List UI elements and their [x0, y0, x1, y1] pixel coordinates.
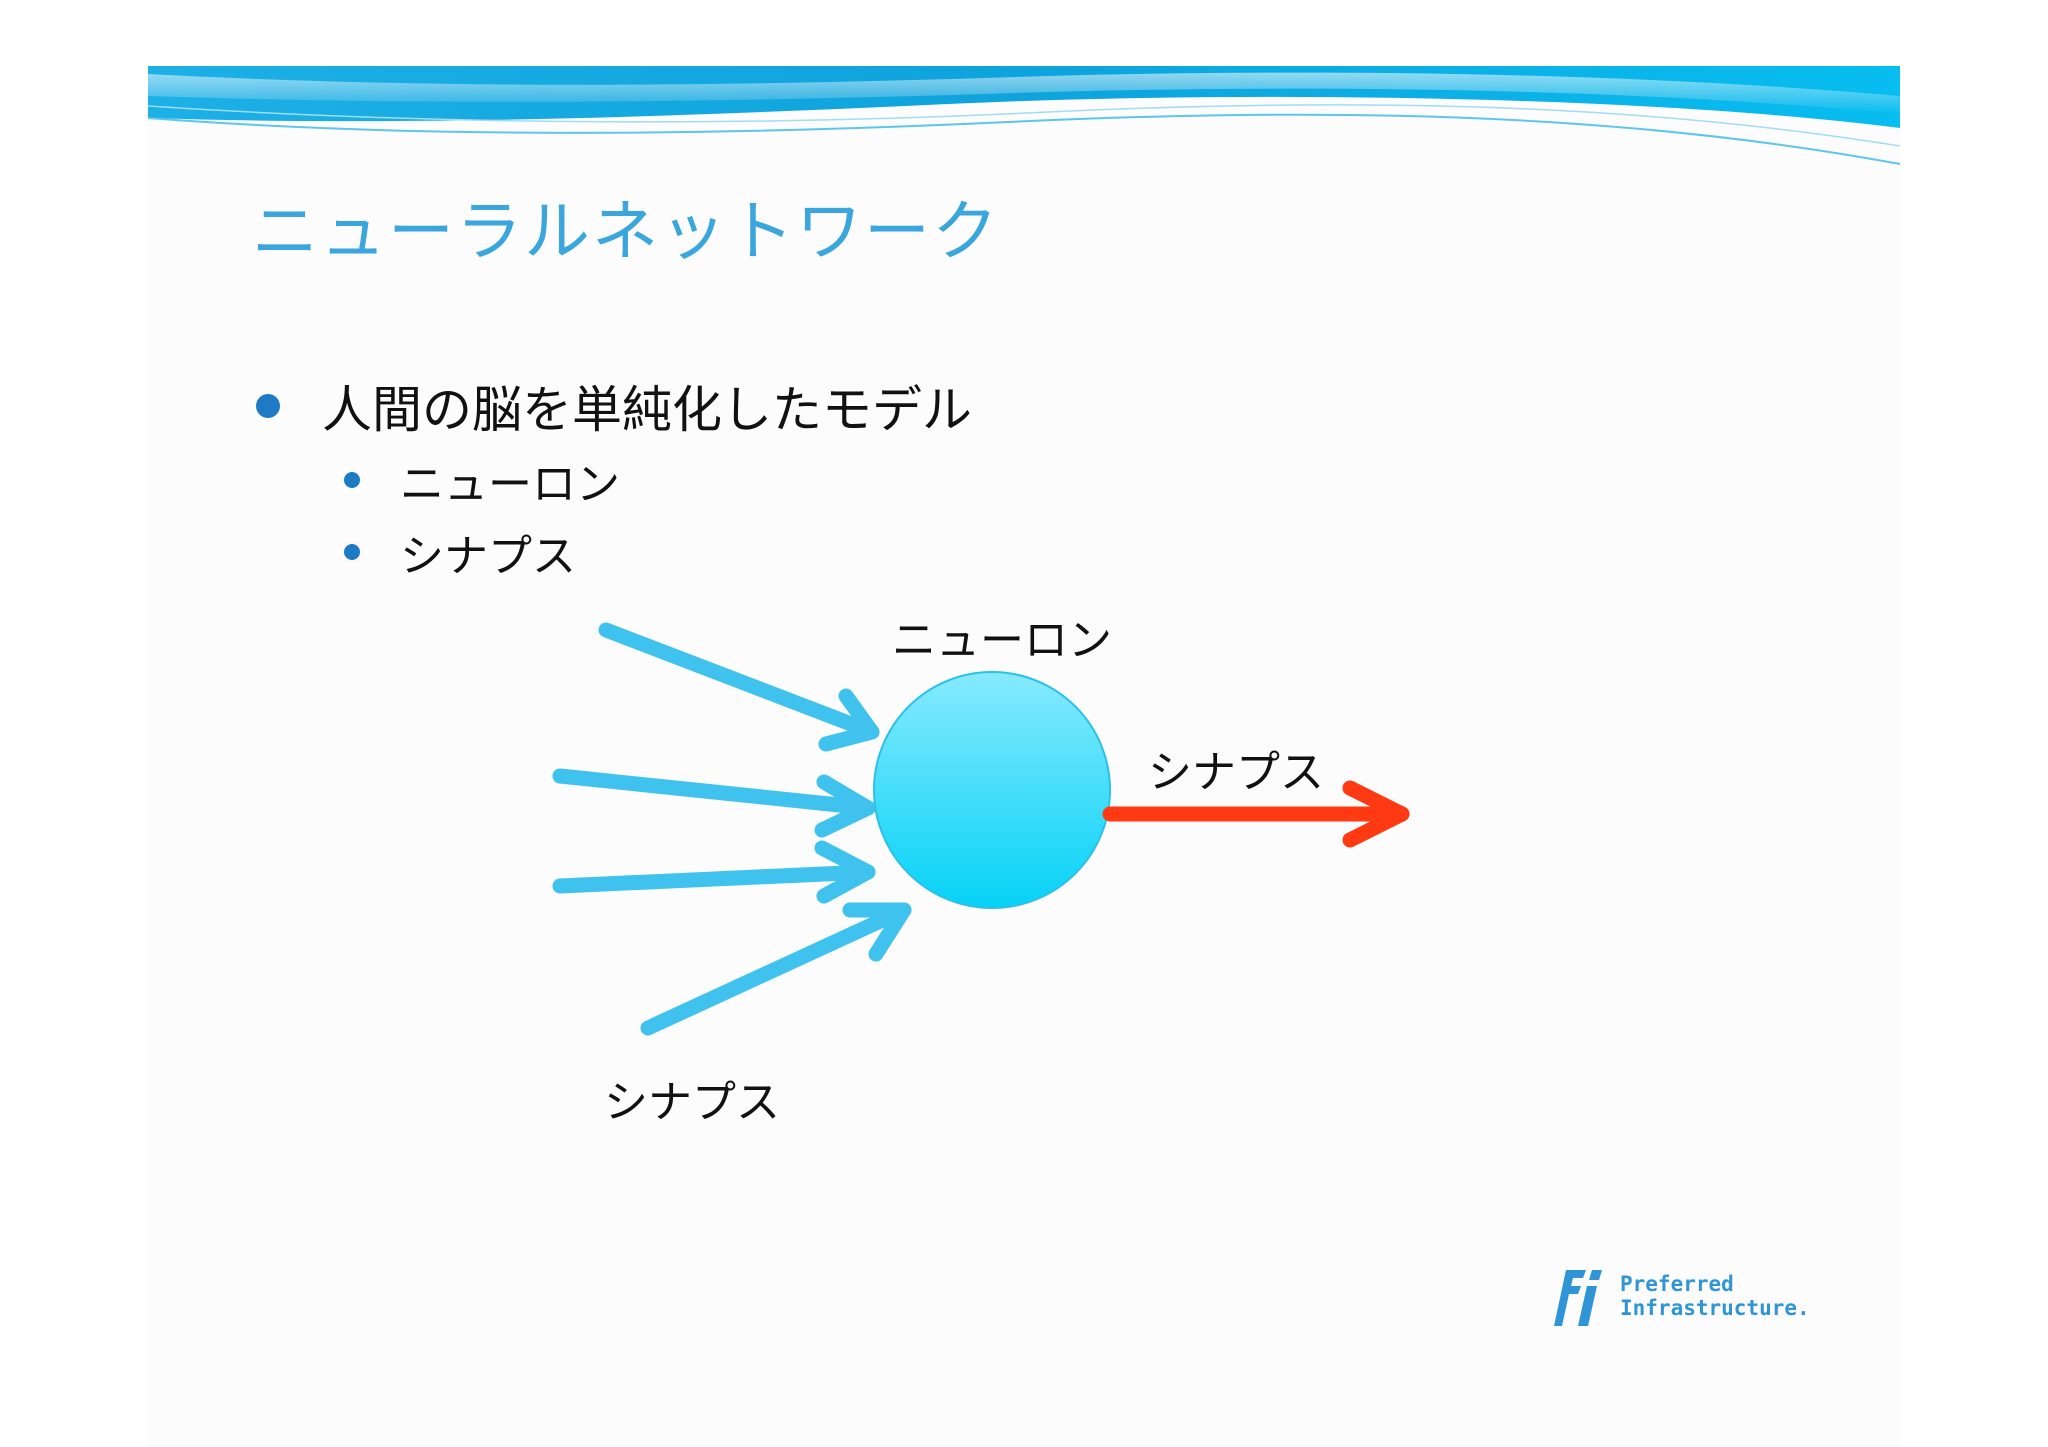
slide-title: ニューラルネットワーク	[252, 193, 1000, 270]
neuron-circle	[873, 671, 1111, 909]
input-arrow	[552, 840, 876, 904]
output-synapse-label: シナプス	[1148, 747, 1324, 798]
input-arrow	[552, 768, 876, 838]
logo-mark-icon	[1554, 1270, 1602, 1326]
bullet-dot-icon	[344, 544, 360, 560]
neuron-label: ニューロン	[892, 615, 1112, 666]
bullet-item: 人間の脳を単純化したモデル	[256, 370, 972, 442]
input-arrow	[598, 622, 880, 752]
sub-bullet-text: ニューロン	[400, 459, 620, 510]
sub-bullet-item: シナプス	[344, 520, 576, 584]
input-arrow	[640, 902, 912, 1036]
bullet-dot-icon	[344, 472, 360, 488]
input-synapse-label: シナプス	[604, 1077, 780, 1128]
company-logo: Preferred Infrastructure.	[1552, 1266, 1832, 1330]
sub-bullet-item: ニューロン	[344, 448, 620, 512]
logo-line-1: Preferred	[1620, 1272, 1734, 1296]
sub-bullet-text: シナプス	[400, 531, 576, 582]
logo-text: Preferred Infrastructure.	[1620, 1272, 1810, 1320]
bullet-text: 人間の脳を単純化したモデル	[322, 381, 972, 439]
bullet-dot-icon	[256, 394, 280, 418]
header-wave-band	[148, 66, 1900, 165]
logo-line-2: Infrastructure.	[1620, 1296, 1810, 1320]
output-arrow	[1102, 780, 1410, 848]
